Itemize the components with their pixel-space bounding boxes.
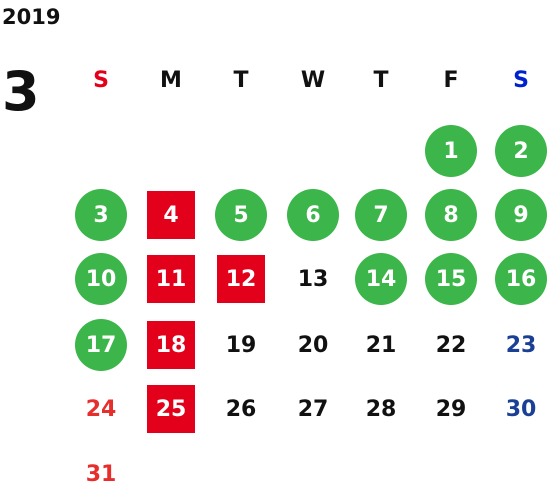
day-11[interactable]: 11: [147, 255, 195, 303]
day-7[interactable]: 7: [355, 189, 407, 241]
day-22[interactable]: 22: [435, 332, 467, 358]
day-6[interactable]: 6: [287, 189, 339, 241]
day-23[interactable]: 23: [505, 332, 537, 358]
day-1[interactable]: 1: [425, 125, 477, 177]
day-26[interactable]: 26: [225, 396, 257, 422]
weekday-header-monday: M: [160, 68, 182, 93]
day-15[interactable]: 15: [425, 253, 477, 305]
day-19[interactable]: 19: [225, 332, 257, 358]
day-25[interactable]: 25: [147, 385, 195, 433]
month-label: 3: [2, 60, 40, 123]
day-31[interactable]: 31: [85, 461, 117, 487]
weekday-header-thursday: T: [373, 68, 389, 93]
day-24[interactable]: 24: [85, 396, 117, 422]
weekday-header-tuesday: T: [233, 68, 249, 93]
weekday-header-sunday: S: [93, 68, 109, 93]
day-13[interactable]: 13: [297, 266, 329, 292]
day-29[interactable]: 29: [435, 396, 467, 422]
day-20[interactable]: 20: [297, 332, 329, 358]
year-label: 2019: [2, 5, 61, 29]
day-18[interactable]: 18: [147, 321, 195, 369]
day-21[interactable]: 21: [365, 332, 397, 358]
day-16[interactable]: 16: [495, 253, 547, 305]
day-17[interactable]: 17: [75, 319, 127, 371]
day-27[interactable]: 27: [297, 396, 329, 422]
day-28[interactable]: 28: [365, 396, 397, 422]
day-8[interactable]: 8: [425, 189, 477, 241]
day-14[interactable]: 14: [355, 253, 407, 305]
day-10[interactable]: 10: [75, 253, 127, 305]
weekday-header-friday: F: [443, 68, 459, 93]
day-12[interactable]: 12: [217, 255, 265, 303]
day-4[interactable]: 4: [147, 191, 195, 239]
weekday-header-wednesday: W: [300, 68, 326, 93]
day-2[interactable]: 2: [495, 125, 547, 177]
day-3[interactable]: 3: [75, 189, 127, 241]
day-30[interactable]: 30: [505, 396, 537, 422]
weekday-header-saturday: S: [513, 68, 529, 93]
day-5[interactable]: 5: [215, 189, 267, 241]
day-9[interactable]: 9: [495, 189, 547, 241]
